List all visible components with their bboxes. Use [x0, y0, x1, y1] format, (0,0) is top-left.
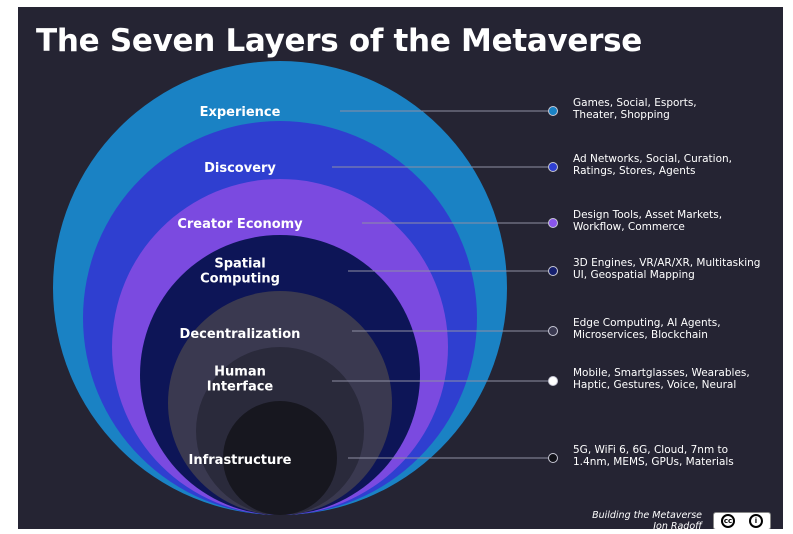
layer-label-line: Discovery [204, 161, 276, 176]
layer-label-line: Interface [207, 379, 274, 394]
layers-diagram: Experience Games, Social, Esports,Theater… [53, 61, 760, 515]
layer-description-human-interface: Mobile, Smartglasses, Wearables,Haptic, … [573, 367, 750, 391]
credit-line-2: Jon Radoff [653, 521, 702, 529]
layer-label-decentralization: Decentralization [180, 327, 301, 342]
marker-dot-spatial-computing [548, 266, 558, 276]
layer-description-line: Ad Networks, Social, Curation, [573, 153, 732, 165]
layer-description-line: 3D Engines, VR/AR/XR, Multitasking [573, 257, 760, 269]
layer-label-discovery: Discovery [204, 161, 276, 176]
layer-description-line: Microservices, Blockchain [573, 329, 708, 341]
layer-label-line: Experience [200, 105, 281, 120]
page-title: The Seven Layers of the Metaverse [36, 23, 642, 59]
marker-dot-infrastructure [548, 453, 558, 463]
layer-label-line: Human [214, 364, 266, 379]
layer-description-line: Edge Computing, AI Agents, [573, 317, 721, 329]
layer-label-line: Infrastructure [189, 453, 292, 468]
layer-description-line: Design Tools, Asset Markets, [573, 209, 722, 221]
layer-description-line: 1.4nm, MEMS, GPUs, Materials [573, 456, 734, 468]
diagram-canvas: The Seven Layers of the Metaverse Experi… [18, 7, 783, 529]
layer-description-line: Mobile, Smartglasses, Wearables, [573, 367, 750, 379]
layer-description-line: Ratings, Stores, Agents [573, 165, 695, 177]
layer-label-line: Decentralization [180, 327, 301, 342]
layer-description-line: Games, Social, Esports, [573, 97, 697, 109]
layer-label-infrastructure: Infrastructure [189, 453, 292, 468]
layer-description-line: Workflow, Commerce [573, 221, 685, 233]
layer-description-decentralization: Edge Computing, AI Agents,Microservices,… [573, 317, 721, 341]
layer-description-discovery: Ad Networks, Social, Curation,Ratings, S… [573, 153, 732, 177]
cc-license-badge: cc i [713, 512, 771, 529]
marker-dot-discovery [548, 162, 558, 172]
layer-label-experience: Experience [200, 105, 281, 120]
layer-description-line: UI, Geospatial Mapping [573, 269, 695, 281]
layer-label-line: Computing [200, 271, 280, 286]
layer-description-line: Theater, Shopping [572, 109, 670, 121]
marker-dot-human-interface [548, 376, 558, 386]
layer-description-line: Haptic, Gestures, Voice, Neural [573, 379, 736, 391]
cc-icon: cc [721, 514, 735, 528]
marker-dot-decentralization [548, 326, 558, 336]
layer-circle-infrastructure [223, 401, 337, 515]
marker-dot-creator-economy [548, 218, 558, 228]
credit-line-1: Building the Metaverse [592, 510, 702, 521]
attribution-icon: i [749, 514, 763, 528]
layer-label-creator-economy: Creator Economy [177, 217, 303, 232]
layer-label-line: Spatial [214, 256, 265, 271]
marker-dot-experience [548, 106, 558, 116]
layer-label-line: Creator Economy [177, 217, 303, 232]
layer-description-experience: Games, Social, Esports,Theater, Shopping [572, 97, 697, 121]
layer-description-line: 5G, WiFi 6, 6G, Cloud, 7nm to [573, 444, 728, 456]
layer-description-creator-economy: Design Tools, Asset Markets,Workflow, Co… [573, 209, 722, 233]
credit: Building the Metaverse Jon Radoff [578, 510, 702, 529]
